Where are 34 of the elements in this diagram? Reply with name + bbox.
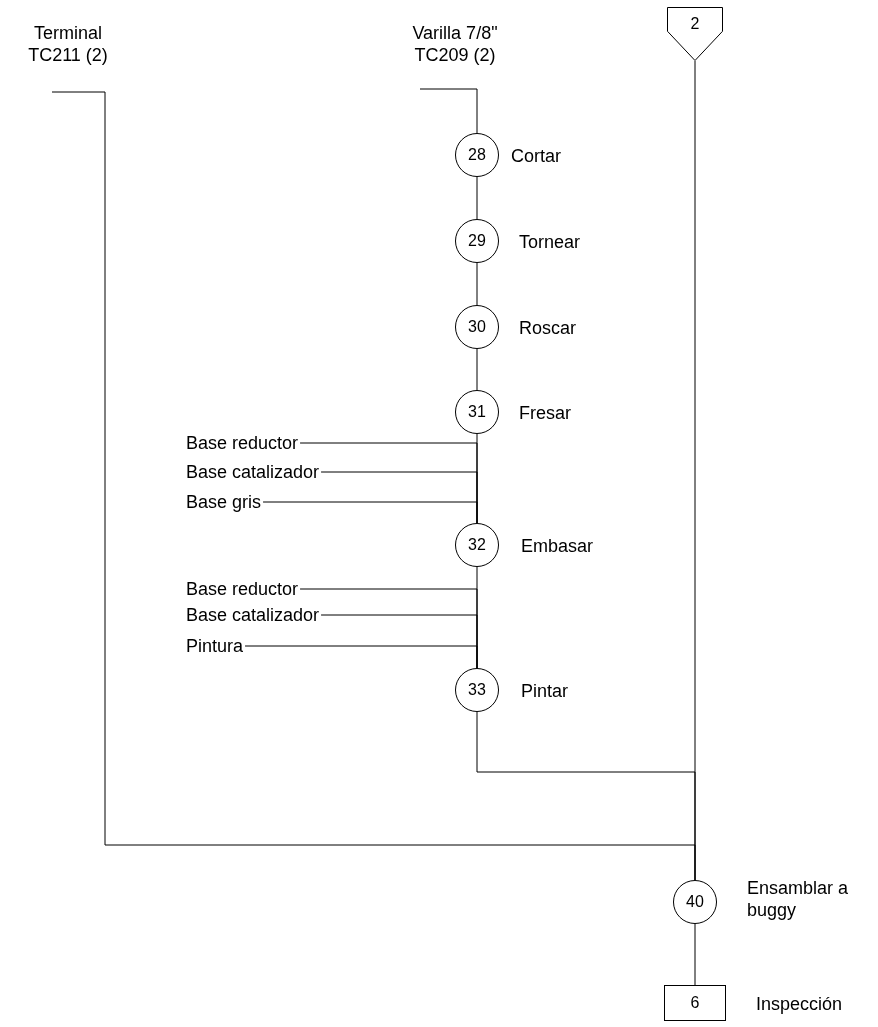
material-label: Varilla 7/8" TC209 (2)	[390, 22, 520, 89]
material-label: Terminal TC211 (2)	[20, 22, 116, 92]
flow-line	[262, 501, 478, 524]
operation-number: 28	[468, 146, 486, 164]
material-label: Base reductor	[186, 577, 299, 601]
operation-label: Ensamblar a buggy	[747, 877, 850, 921]
operation-number: 40	[686, 893, 704, 911]
flow-line	[419, 88, 478, 134]
operation-number: 33	[468, 681, 486, 699]
operation-number: 30	[468, 318, 486, 336]
material-label: Base gris	[186, 490, 262, 514]
material-label: Base catalizador	[186, 460, 320, 484]
flow-line	[476, 262, 478, 306]
flow-line	[694, 923, 696, 986]
inspection-number: 6	[690, 994, 700, 1012]
operation-label: Pintar	[521, 680, 569, 702]
storage-number: 2	[689, 15, 701, 33]
material-label: Base catalizador	[186, 603, 320, 627]
storage-triangle	[667, 7, 723, 61]
operation-label: Tornear	[519, 231, 581, 253]
operation-label: Roscar	[519, 317, 576, 339]
operation-label: Embasar	[521, 535, 594, 557]
operation-number: 31	[468, 403, 486, 421]
inspection-label: Inspección	[756, 993, 843, 1015]
operation-label: Cortar	[511, 145, 561, 167]
flow-line	[476, 176, 478, 220]
material-label: Base reductor	[186, 431, 299, 455]
operation-label: Fresar	[519, 402, 571, 424]
operation-number: 29	[468, 232, 486, 250]
material-label: Pintura	[186, 634, 244, 658]
flow-line	[244, 645, 478, 669]
flow-line	[51, 91, 696, 881]
operation-number: 32	[468, 536, 486, 554]
flow-line	[476, 348, 478, 391]
